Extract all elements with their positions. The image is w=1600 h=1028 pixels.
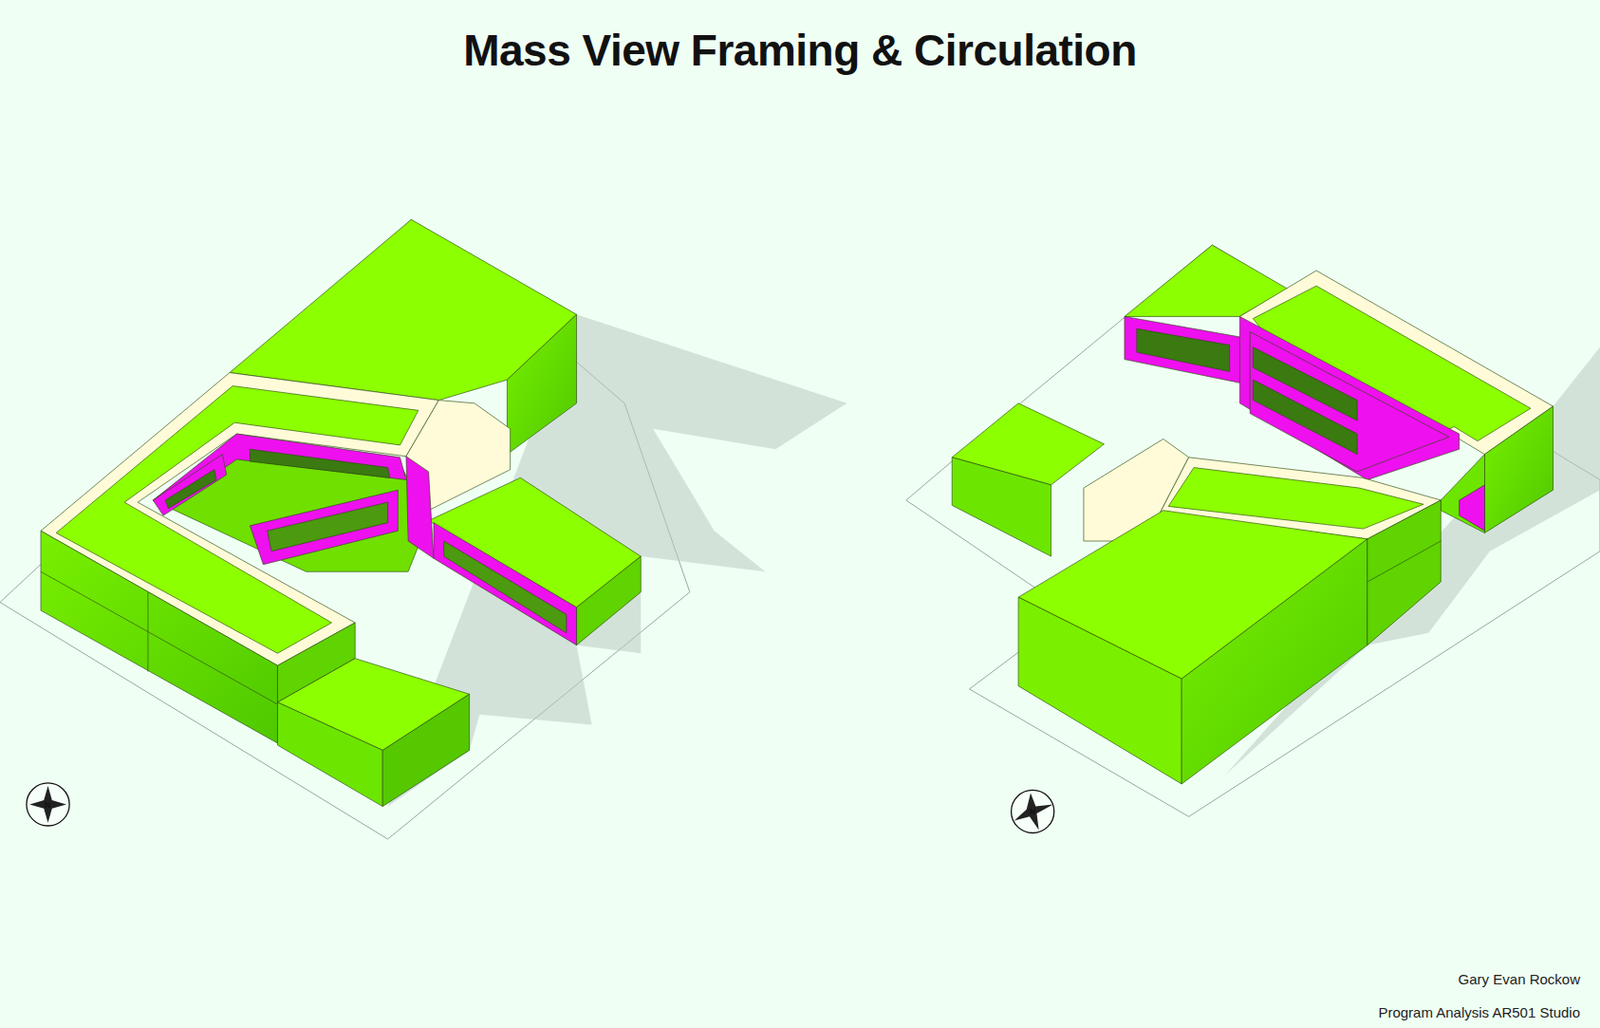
author-credit: Gary Evan Rockow	[1458, 970, 1581, 987]
studio-credit: Program Analysis AR501 Studio	[1377, 1004, 1581, 1021]
diagram-title: Mass View Framing & Circulation	[0, 24, 1600, 76]
left-mass-model	[0, 219, 847, 839]
compass-letter: N	[1029, 806, 1037, 817]
compass-letter: N	[44, 800, 52, 810]
right-mass-model	[906, 244, 1600, 833]
